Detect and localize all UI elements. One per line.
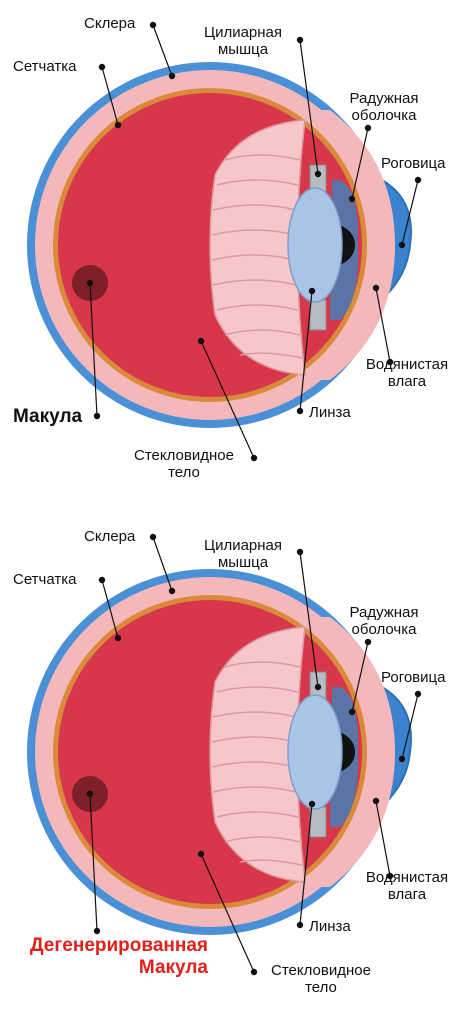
label-vitreous-line2: тело xyxy=(168,464,200,481)
label-iris-line1: Радужная xyxy=(349,604,419,621)
label-sclera: Склера xyxy=(84,528,136,545)
label-macula: Макула xyxy=(13,406,83,427)
label-ciliary-muscle: Цилиарная мышца xyxy=(191,24,295,58)
degenerated-eye-diagram xyxy=(27,533,422,976)
label-sclera: Склера xyxy=(84,15,136,32)
label-iris: Радужная оболочка xyxy=(336,604,432,638)
ciliary-muscle-bottom xyxy=(309,299,327,331)
ciliary-muscle-bottom xyxy=(309,806,327,838)
ciliary-body xyxy=(209,119,306,376)
pupil xyxy=(340,225,355,265)
label-aqueous-line1: Водянистая xyxy=(365,356,449,373)
label-retina: Сетчатка xyxy=(13,58,77,75)
label-ciliary-line1: Цилиарная xyxy=(203,24,283,41)
front-chamber xyxy=(300,110,395,380)
healthy-eye-diagram xyxy=(27,21,422,462)
label-aqueous-line2: влага xyxy=(387,886,427,903)
label-ciliary-line2: мышца xyxy=(217,41,269,58)
label-lens: Линза xyxy=(309,918,351,935)
label-vitreous-line1: Стекловидное xyxy=(271,962,371,979)
label-ciliary-line1: Цилиарная xyxy=(203,537,283,554)
label-vitreous-body: Стекловидное тело xyxy=(253,962,389,996)
label-vitreous-line2: тело xyxy=(305,979,337,996)
label-iris-line1: Радужная xyxy=(349,90,419,107)
label-vitreous-line1: Стекловидное xyxy=(134,447,234,464)
label-aqueous-line2: влага xyxy=(387,373,427,390)
label-degenerated-line1: Дегенерированная xyxy=(30,935,208,956)
front-chamber xyxy=(300,617,395,887)
label-degenerated-line2: Макула xyxy=(138,957,208,978)
healthy-eye-panel: Склера Сетчатка Цилиарная мышца Радужная… xyxy=(13,15,462,481)
label-vitreous-body: Стекловидное тело xyxy=(118,447,250,481)
pupil xyxy=(340,732,355,772)
label-cornea: Роговица xyxy=(381,669,446,686)
label-cornea: Роговица xyxy=(381,155,446,172)
lens xyxy=(287,694,343,810)
label-ciliary-muscle: Цилиарная мышца xyxy=(191,537,295,571)
label-iris-line2: оболочка xyxy=(351,107,417,124)
lens xyxy=(287,187,343,303)
degenerated-eye-panel: Склера Сетчатка Цилиарная мышца Радужная… xyxy=(0,507,474,1014)
label-degenerated-macula: Дегенерированная Макула xyxy=(6,935,208,979)
label-iris-line2: оболочка xyxy=(351,621,417,638)
label-aqueous-humor: Водянистая влага xyxy=(352,356,462,390)
label-aqueous-line1: Водянистая xyxy=(365,869,449,886)
label-ciliary-line2: мышца xyxy=(217,554,269,571)
label-iris: Радужная оболочка xyxy=(336,90,432,124)
label-retina: Сетчатка xyxy=(13,571,77,588)
label-lens: Линза xyxy=(309,404,351,421)
label-aqueous-humor: Водянистая влага xyxy=(352,869,462,903)
